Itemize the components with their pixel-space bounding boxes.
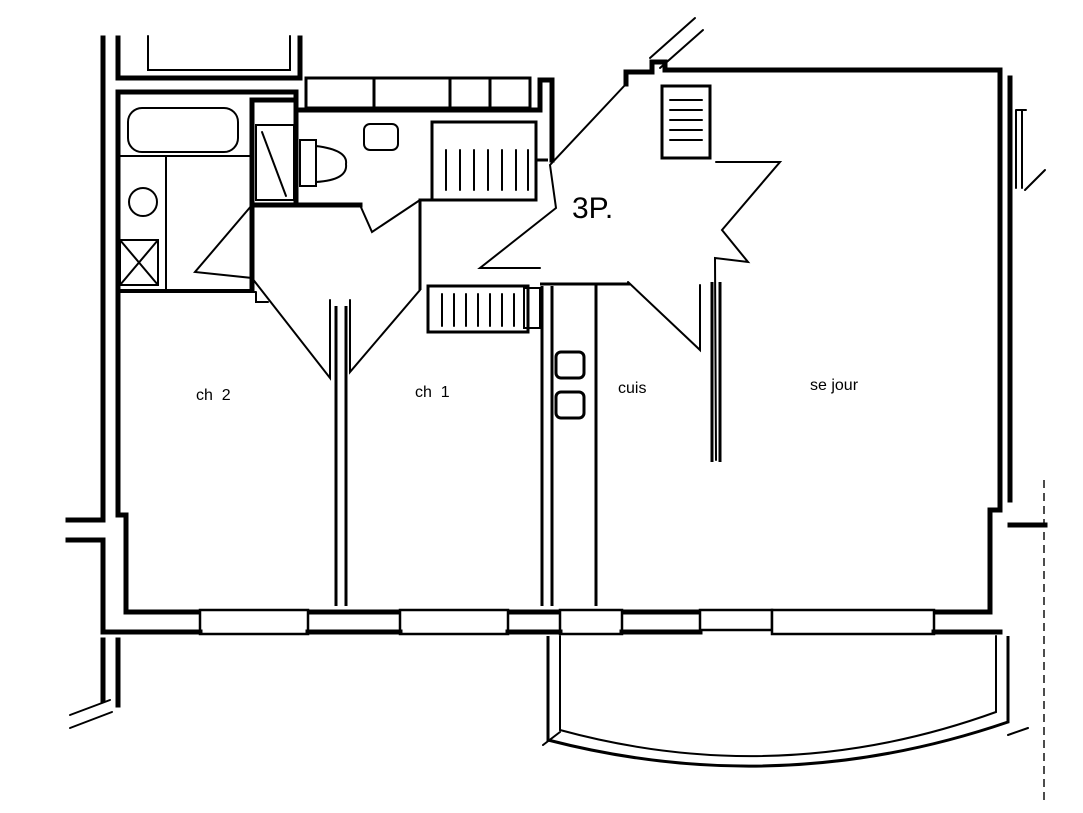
room-label-sejour: se jour — [810, 377, 859, 394]
toilet-tank — [299, 139, 317, 187]
storage-dividers — [372, 78, 492, 108]
balcony — [542, 635, 1029, 768]
window-sejour-2 — [770, 608, 936, 636]
left-lower-wall — [65, 537, 203, 635]
plan-title: 3P. — [572, 192, 613, 225]
window-cuis — [558, 608, 624, 636]
window-ch2 — [198, 608, 310, 636]
wardrobe-ch1-hatch — [441, 293, 515, 327]
washbasin — [128, 187, 158, 217]
partition-ch1-hall — [418, 158, 548, 290]
left-bottom-stub — [69, 699, 113, 729]
partition-bath-ch2 — [117, 291, 269, 303]
room-label-cuis: cuis — [618, 380, 646, 397]
partition-sejour — [710, 282, 722, 462]
balcony-ends — [542, 727, 1029, 746]
right-exterior-detail — [1015, 109, 1027, 189]
entrance-diagonal — [649, 17, 704, 69]
hall-west-arm — [193, 204, 331, 381]
hall-entrance-west — [477, 83, 627, 269]
right-exterior-wall — [1007, 75, 1048, 528]
bathroom — [117, 97, 299, 293]
wardrobe-top — [430, 120, 538, 202]
balcony-outline-inner — [546, 636, 1010, 768]
wardrobe-entrance-hatch — [669, 99, 703, 141]
wardrobe-top-hatch — [445, 149, 529, 191]
toilet-bowl — [315, 144, 348, 184]
wardrobes — [426, 84, 712, 334]
kitchen-fixtures — [554, 350, 586, 420]
partitions — [117, 158, 722, 606]
shower-cross — [119, 239, 159, 286]
wardrobe-entrance — [660, 84, 712, 160]
hallway — [193, 83, 783, 461]
top-storage — [304, 76, 532, 110]
top-left-exterior-wall — [115, 35, 303, 81]
partition-ch2-ch1 — [334, 306, 348, 606]
wardrobe-ch1 — [426, 284, 530, 334]
top-wall-left — [115, 77, 555, 163]
wc-closet-door — [261, 131, 287, 197]
right-exterior-diagonal — [1024, 169, 1046, 191]
left-bottom-wall — [100, 637, 121, 708]
wc — [253, 107, 399, 208]
shower-tray — [119, 239, 159, 286]
outer-wall-main — [115, 59, 1003, 615]
facade-windows — [105, 608, 1003, 636]
partition-ch1-cuis — [540, 286, 554, 606]
window-ch1 — [398, 608, 510, 636]
hall-center — [349, 199, 421, 375]
cooktop-2 — [554, 390, 586, 420]
balcony-outline-outer — [559, 635, 997, 758]
wc-closet — [255, 124, 295, 201]
hall-entrance-east — [713, 161, 783, 461]
cooktop-1 — [554, 350, 586, 380]
wc-sink — [363, 123, 399, 151]
hall-kitchen-door — [627, 281, 701, 353]
top-left-inner-line — [147, 35, 291, 71]
room-label-ch2: ch 2 — [196, 387, 231, 404]
bathtub — [127, 107, 239, 153]
room-label-ch1: ch 1 — [415, 384, 450, 401]
left-exterior-wall — [65, 35, 106, 523]
kitchen-duct — [523, 287, 541, 329]
window-sejour-1 — [698, 608, 774, 632]
storage-strip — [304, 76, 532, 110]
bathroom-wall — [249, 97, 299, 293]
